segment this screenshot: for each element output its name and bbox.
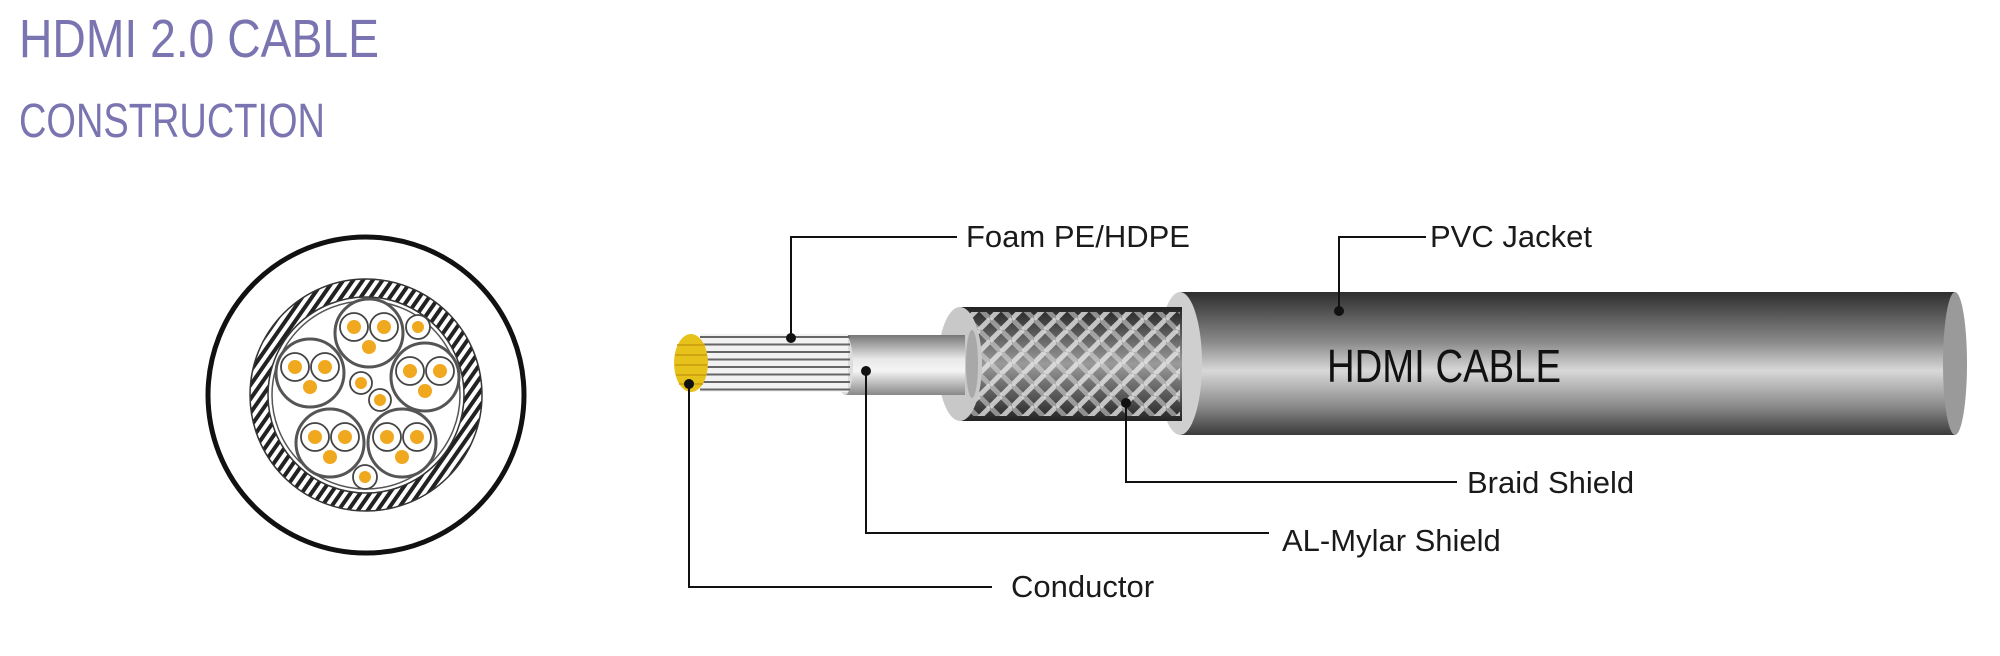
wire-conductor (410, 430, 424, 444)
wire-conductor (288, 360, 302, 374)
single-wire-conductor (412, 321, 424, 333)
wire-conductor (318, 360, 332, 374)
label-conductor: Conductor (1011, 569, 1154, 604)
cable-cross-section (205, 234, 527, 556)
drain-wire (418, 384, 432, 398)
wire-conductor (380, 430, 394, 444)
single-wire-conductor (359, 471, 371, 483)
page-title: HDMI 2.0 CABLE (19, 9, 379, 69)
wire-conductor (308, 430, 322, 444)
conductor-tip (674, 334, 708, 392)
wire-conductor (403, 364, 417, 378)
drain-wire (395, 450, 409, 464)
callout-mylar: AL-Mylar Shield (861, 366, 1501, 558)
label-mylar: AL-Mylar Shield (1282, 523, 1501, 558)
drain-wire (362, 340, 376, 354)
callout-jacket: PVC Jacket (1334, 219, 1592, 316)
single-wire-conductor (355, 377, 367, 389)
mylar-tube (845, 335, 965, 395)
callout-braid: Braid Shield (1121, 398, 1634, 500)
cable-side-view: HDMI CABLE (674, 292, 1967, 435)
page-subtitle: CONSTRUCTION (19, 95, 325, 148)
wire-conductor (347, 320, 361, 334)
conductor-strands (700, 334, 850, 392)
label-jacket: PVC Jacket (1430, 219, 1592, 254)
label-foam: Foam PE/HDPE (966, 219, 1190, 254)
callout-conductor: Conductor (684, 379, 1154, 604)
drain-wire (303, 380, 317, 394)
label-braid: Braid Shield (1467, 465, 1634, 500)
callout-foam: Foam PE/HDPE (786, 219, 1190, 343)
pvc-jacket (1180, 292, 1955, 435)
single-wire-conductor (374, 394, 386, 406)
wire-conductor (338, 430, 352, 444)
wire-conductor (377, 320, 391, 334)
wire-conductor (433, 364, 447, 378)
cable-print-text: HDMI CABLE (1327, 340, 1561, 392)
drain-wire (323, 450, 337, 464)
